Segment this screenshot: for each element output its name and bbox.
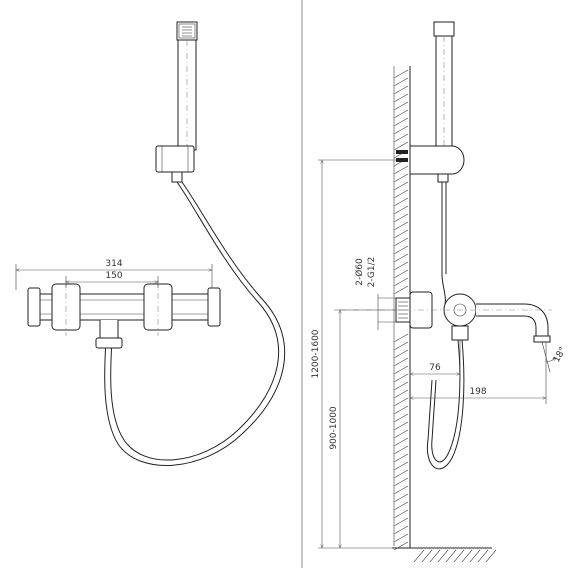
dim-height-upper: 1200-1600 bbox=[311, 329, 321, 378]
dim-inlets-a: 2-Ø60 bbox=[354, 258, 365, 286]
side-view: 1200-1600 900-1000 2-Ø60 2-G1/2 76 198 1… bbox=[311, 21, 568, 563]
dim-overall-width: 314 bbox=[105, 259, 122, 269]
front-hose bbox=[104, 181, 286, 466]
dim-center-distance: 150 bbox=[105, 271, 122, 281]
front-dimensions bbox=[15, 264, 213, 290]
dim-spout-offset: 76 bbox=[429, 363, 441, 373]
dim-spout-length: 198 bbox=[469, 387, 486, 397]
dim-inlets-b: 2-G1/2 bbox=[367, 257, 377, 288]
holder-fixing-bottom bbox=[396, 158, 408, 162]
side-mixer bbox=[340, 291, 552, 343]
dim-height-lower: 900-1000 bbox=[329, 406, 339, 450]
side-hose-lower bbox=[431, 339, 461, 463]
front-view: 314 150 bbox=[15, 21, 286, 466]
front-mixer-body bbox=[27, 280, 221, 349]
side-dimensions bbox=[318, 159, 556, 549]
side-hand-shower bbox=[396, 21, 465, 183]
front-hand-shower bbox=[176, 21, 198, 151]
dim-spout-angle: 18° bbox=[552, 346, 568, 365]
front-shower-holder bbox=[155, 145, 195, 183]
holder-fixing-top bbox=[396, 150, 408, 154]
